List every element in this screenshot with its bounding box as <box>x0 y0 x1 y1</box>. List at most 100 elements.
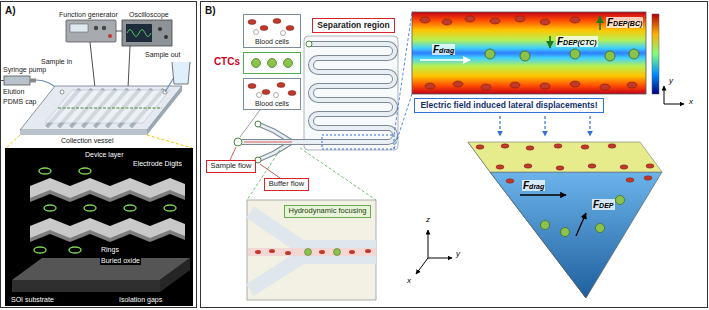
channel-3d <box>646 164 654 168</box>
device-inset <box>5 148 193 306</box>
separation-area <box>304 36 398 150</box>
field-map <box>490 18 500 24</box>
channel-3d <box>596 224 605 233</box>
cell-icons <box>268 59 277 68</box>
force-label: FDEP <box>592 199 615 210</box>
channel-3d <box>626 178 634 182</box>
inset-title: Hydrodynamic focusing <box>289 207 367 216</box>
focusing-inset <box>285 251 291 255</box>
oscilloscope <box>126 24 152 42</box>
channel-3d <box>428 258 452 259</box>
device-inset <box>34 168 176 253</box>
flow-label: Sample flow <box>211 162 252 171</box>
panel-label: B) <box>205 5 216 17</box>
field-map <box>600 84 610 90</box>
device-label: Oscilloscope <box>128 11 170 19</box>
chip <box>45 90 170 123</box>
axis-label: y <box>455 250 461 259</box>
cell-label: Blood cells <box>255 38 289 46</box>
cell-label: Blood cells <box>255 100 289 108</box>
cell-icons <box>248 20 256 25</box>
field-map <box>442 19 452 25</box>
layer-label: SOI substrate <box>10 296 55 304</box>
channel-3d <box>524 164 532 168</box>
field-map <box>420 17 430 23</box>
chip <box>58 108 162 109</box>
axis-label: x <box>688 98 694 107</box>
channel-3d <box>581 145 589 149</box>
syringe-pump <box>1 76 36 85</box>
cell-icons <box>248 19 296 96</box>
part-label: Collection vessel <box>60 137 115 145</box>
channel-3d <box>490 172 662 298</box>
field-map <box>412 12 684 104</box>
region-label: Separation region <box>317 21 389 31</box>
inlet <box>234 138 242 146</box>
serpentine-channel <box>242 44 395 142</box>
syringe-pump <box>1 80 4 81</box>
device-inset <box>44 205 56 211</box>
channel-3d <box>468 142 662 172</box>
focusing-inset <box>334 249 341 256</box>
device-inset <box>84 205 96 211</box>
layer-label: Buried oxide <box>100 257 141 265</box>
cell-icons <box>274 93 279 98</box>
device-inset <box>79 168 91 174</box>
syringe-pump <box>30 79 36 83</box>
field-map <box>453 81 463 87</box>
focusing-inset <box>319 250 325 254</box>
focusing-inset <box>365 249 371 253</box>
channel-3d <box>541 221 550 230</box>
force-label: Fdrag <box>522 180 545 191</box>
field-map <box>652 14 659 94</box>
chip <box>20 86 182 130</box>
force-label: Fdrag <box>432 44 455 55</box>
channel-3d <box>554 144 562 148</box>
cell-icons <box>286 26 294 31</box>
field-map <box>540 19 550 25</box>
cell-label: CTCs <box>214 56 240 68</box>
region-box: Separation region <box>312 18 395 33</box>
serpentine-channel <box>242 44 395 142</box>
inlet <box>306 41 312 47</box>
focusing-inset <box>248 248 376 256</box>
function-generator <box>66 20 116 42</box>
function-generator <box>70 24 88 32</box>
callout-text: Electric field induced lateral displacem… <box>420 101 597 111</box>
field-map <box>605 51 615 61</box>
device-label: Syringe pump <box>2 66 47 74</box>
oscilloscope <box>158 27 162 31</box>
cell-icons <box>284 59 293 68</box>
cell-icons <box>260 26 268 31</box>
cell-icons <box>248 84 256 89</box>
focusing-inset <box>305 249 312 256</box>
channel-3d <box>526 146 534 150</box>
channel-3d <box>520 194 566 195</box>
device-inset <box>30 178 185 198</box>
device-inset <box>5 148 193 306</box>
channel-3d <box>561 228 570 237</box>
field-map <box>485 49 639 61</box>
callout-box: Electric field induced lateral displacem… <box>414 98 604 113</box>
device-inset <box>164 205 176 211</box>
field-map <box>485 49 495 59</box>
oscilloscope <box>164 35 168 39</box>
flow-arrows <box>589 116 590 136</box>
zoom-line <box>147 135 192 148</box>
flow-arrows <box>499 116 500 136</box>
syringe-pump <box>4 76 30 85</box>
field-map <box>599 16 601 30</box>
part-label: Electrode Digits <box>132 160 183 168</box>
oscilloscope <box>122 20 172 46</box>
device-label: Function generator <box>58 11 119 19</box>
channel-3d <box>416 258 428 274</box>
flow-arrows <box>500 116 590 136</box>
force-label: FDEP(CTC) <box>556 36 598 47</box>
chip <box>60 90 64 94</box>
field-map <box>570 17 580 23</box>
force-label: FDEP(BC) <box>606 17 643 28</box>
field-map <box>664 104 684 105</box>
cell-icons <box>262 90 270 95</box>
focusing-inset <box>255 250 261 254</box>
